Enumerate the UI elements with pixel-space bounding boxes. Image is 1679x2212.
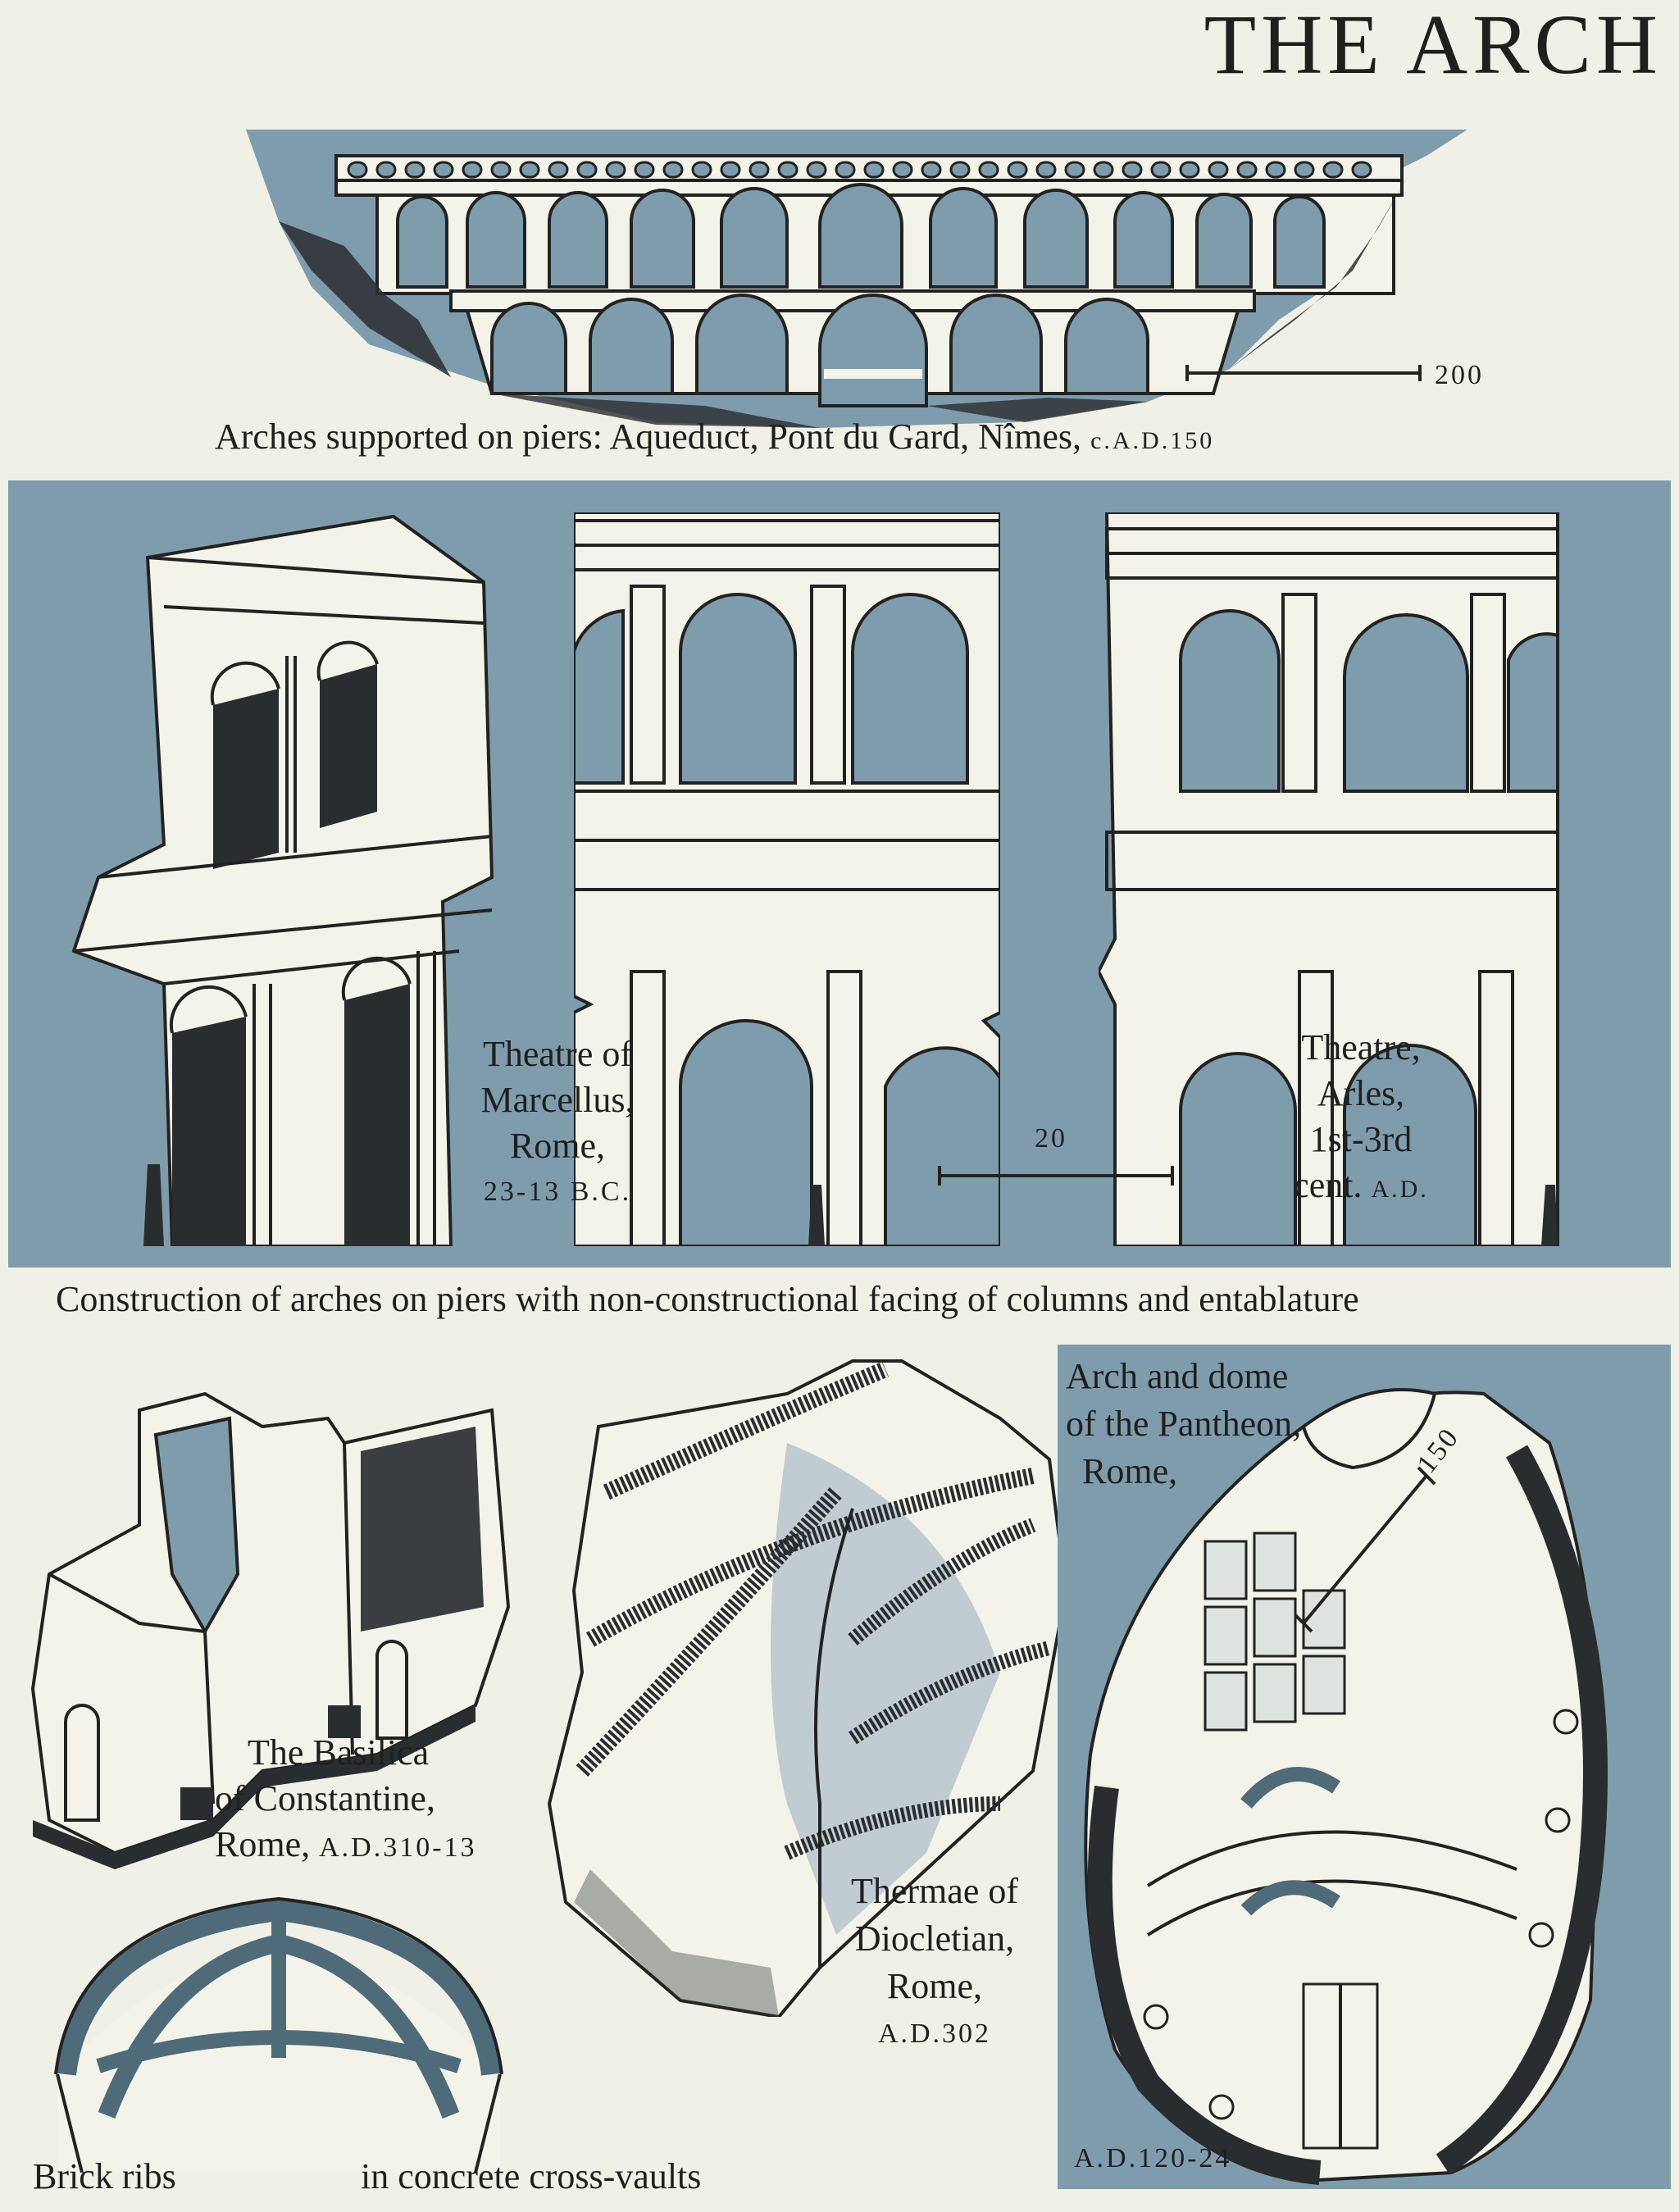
arles-label: Theatre, Arles, 1st-3rd cent. A.D. bbox=[1279, 1025, 1443, 1213]
pantheon-date: A.D.120-24 bbox=[1074, 2143, 1232, 2173]
marcellus-elevation-drawing bbox=[574, 512, 1000, 1246]
pantheon-label: Arch and dome of the Pantheon, Rome, bbox=[1066, 1353, 1301, 1495]
thermae-label-line-2: Diocletian, bbox=[854, 1918, 1015, 1959]
arles-label-line-2: Arles, bbox=[1317, 1073, 1405, 1113]
basilica-label-line-1: The Basilica bbox=[248, 1732, 430, 1773]
basilica-drawing bbox=[30, 1391, 511, 1869]
aqueduct-caption-text: Arches supported on piers: Aqueduct, Pon… bbox=[215, 416, 1082, 457]
marcellus-perspective-drawing bbox=[71, 514, 494, 1246]
page-title: THE ARCH bbox=[1204, 0, 1663, 92]
arles-label-line-1: Theatre, bbox=[1301, 1027, 1421, 1067]
brick-ribs-drawing bbox=[54, 1896, 503, 2173]
marcellus-label-line-3: Rome, bbox=[509, 1126, 606, 1166]
theatre-scale-label: 20 bbox=[1035, 1123, 1067, 1154]
pantheon-drawing bbox=[1084, 1388, 1608, 2185]
thermae-label-line-3: Rome, bbox=[886, 1966, 983, 2006]
thermae-label: Thermae of Diocletian, Rome, A.D.302 bbox=[836, 1868, 1033, 2058]
basilica-label-line-2: of Constantine, bbox=[215, 1778, 435, 1818]
basilica-label: The Basilica of Constantine, Rome, A.D.3… bbox=[215, 1730, 477, 1871]
aqueduct-caption-date: c.A.D.150 bbox=[1090, 427, 1215, 454]
marcellus-label-line-1: Theatre of bbox=[483, 1034, 632, 1074]
aqueduct-scale-label: 200 bbox=[1435, 360, 1484, 390]
marcellus-label-line-2: Marcellus, bbox=[480, 1080, 635, 1120]
basilica-label-line-3: Rome, bbox=[215, 1824, 311, 1864]
marcellus-date: 23-13 B.C. bbox=[483, 1177, 632, 1207]
thermae-label-line-1: Thermae of bbox=[851, 1871, 1018, 1911]
thermae-date: A.D.302 bbox=[877, 2019, 992, 2049]
marcellus-label: Theatre of Marcellus, Rome, 23-13 B.C. bbox=[459, 1031, 656, 1215]
arles-date-prefix: cent. bbox=[1293, 1165, 1363, 1205]
pantheon-label-line-2: of the Pantheon, bbox=[1066, 1404, 1302, 1444]
thermae-drawing bbox=[547, 1359, 1066, 2017]
aqueduct-caption: Arches supported on piers: Aqueduct, Pon… bbox=[215, 416, 1214, 458]
pantheon-label-line-3: Rome, bbox=[1082, 1451, 1178, 1491]
aqueduct-illustration bbox=[246, 130, 1467, 428]
theatres-caption: Construction of arches on piers with non… bbox=[56, 1279, 1359, 1319]
theatre-scale-bar bbox=[938, 1166, 1174, 1186]
pantheon-label-line-1: Arch and dome bbox=[1066, 1356, 1289, 1396]
arles-elevation-drawing bbox=[1099, 512, 1559, 1246]
basilica-date: A.D.310-13 bbox=[319, 1832, 477, 1863]
ribs-label-2: in concrete cross-vaults bbox=[361, 2156, 702, 2196]
arles-date: A.D. bbox=[1371, 1176, 1429, 1203]
ribs-label: Brick ribs bbox=[33, 2156, 176, 2196]
arles-label-line-3: 1st-3rd bbox=[1309, 1119, 1413, 1159]
